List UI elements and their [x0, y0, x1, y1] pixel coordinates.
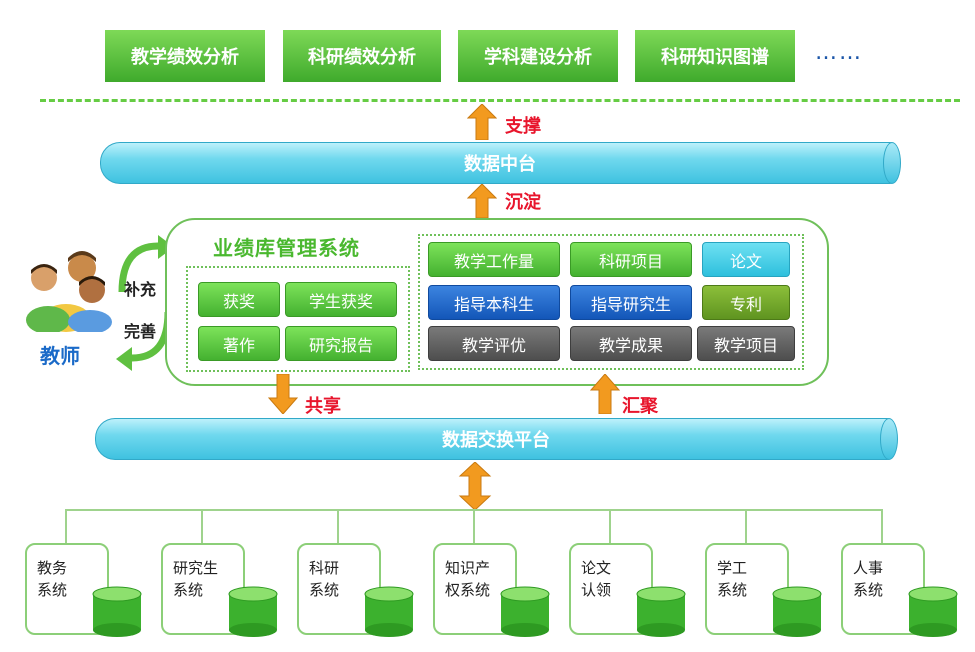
tree-connector	[337, 509, 339, 543]
tag-undergrad-supervision: 指导本科生	[428, 285, 560, 320]
banner-teaching-performance: 教学绩效分析	[105, 30, 265, 82]
separator-dashed-line	[40, 99, 960, 102]
tag-teaching-workload: 教学工作量	[428, 242, 560, 277]
up-arrow-icon	[590, 374, 620, 414]
banner-label: 科研知识图谱	[661, 47, 769, 68]
banner-research-performance: 科研绩效分析	[283, 30, 441, 82]
tag-book: 著作	[198, 326, 280, 361]
tag-teaching-excellence: 教学评优	[428, 326, 560, 361]
tag-patent: 专利	[702, 285, 790, 320]
system-graduate: 研究生 系统	[161, 543, 245, 635]
performance-system-title: 业绩库管理系统	[213, 236, 360, 260]
up-arrow-icon	[467, 184, 497, 218]
label-support: 支撑	[505, 116, 541, 137]
tree-connector	[65, 509, 67, 543]
data-exchange-platform: 数据交换平台	[95, 418, 898, 460]
left-items-group	[186, 266, 410, 372]
tag-paper: 论文	[702, 242, 790, 277]
tag-teaching-achievement: 教学成果	[570, 326, 692, 361]
cycle-text-improve: 完善	[124, 322, 157, 341]
label-settle: 沉淀	[505, 192, 541, 213]
data-exchange-platform-label: 数据交换平台	[442, 430, 550, 451]
up-arrow-icon	[467, 104, 497, 140]
label-share: 共享	[305, 396, 341, 417]
more-ellipsis: ……	[815, 40, 863, 65]
banner-label: 教学绩效分析	[131, 47, 239, 68]
tree-connector	[745, 509, 747, 543]
tag-award: 获奖	[198, 282, 280, 317]
tag-teaching-project: 教学项目	[697, 326, 795, 361]
right-items-group	[418, 234, 804, 370]
tree-connector	[609, 509, 611, 543]
data-middle-platform: 数据中台	[100, 142, 901, 184]
tree-connector	[881, 509, 883, 543]
banner-research-knowledge-graph: 科研知识图谱	[635, 30, 795, 82]
cycle-text-supplement: 补充	[124, 280, 157, 299]
database-icon	[228, 586, 278, 637]
database-icon	[636, 586, 686, 637]
down-arrow-icon	[268, 374, 298, 414]
tag-student-award: 学生获奖	[285, 282, 397, 317]
tag-research-report: 研究报告	[285, 326, 397, 361]
tag-research-project: 科研项目	[570, 242, 692, 277]
banner-label: 学科建设分析	[484, 47, 592, 68]
database-icon	[500, 586, 550, 637]
teacher-label: 教师	[40, 344, 80, 368]
banner-discipline-analysis: 学科建设分析	[458, 30, 618, 82]
database-icon	[772, 586, 822, 637]
teachers-icon	[26, 251, 112, 332]
system-ip: 知识产 权系统	[433, 543, 517, 635]
banner-label: 科研绩效分析	[308, 47, 416, 68]
tag-grad-supervision: 指导研究生	[570, 285, 692, 320]
label-gather: 汇聚	[622, 396, 658, 417]
data-middle-platform-label: 数据中台	[464, 154, 536, 175]
database-icon	[364, 586, 414, 637]
database-icon	[908, 586, 958, 637]
double-arrow-icon	[458, 462, 492, 510]
database-icon	[92, 586, 142, 637]
tree-connector	[473, 509, 475, 543]
tree-connector	[201, 509, 203, 543]
